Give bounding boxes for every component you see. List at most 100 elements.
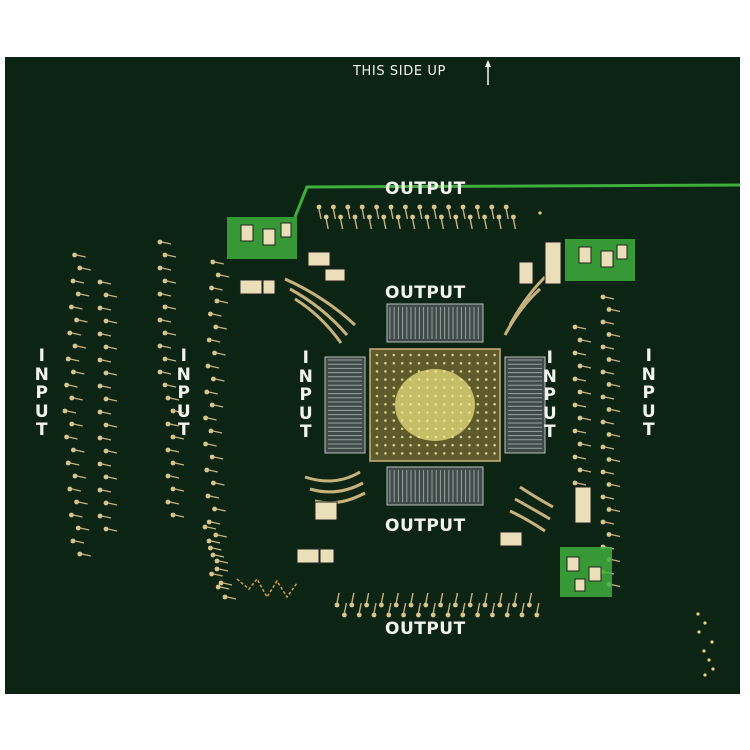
input-label-far-left: INPUT [34,346,50,440]
bond-pad [371,602,377,618]
bond-pad [97,513,112,519]
bond-pad [157,343,172,349]
bond-pad [572,402,587,408]
bond-pad [467,214,473,230]
bond-pad [482,592,488,608]
bond-pad [423,592,429,608]
bond-pad [572,350,587,356]
output-label-bottom: OUTPUT [385,619,466,639]
bond-pad [157,291,172,297]
bond-pad [475,602,481,618]
bond-pad [606,357,621,363]
bond-pad [157,369,172,375]
via-dots [538,211,715,677]
bond-pad [572,324,587,330]
pcb-artwork [62,60,740,677]
bond-pad [511,214,517,230]
bond-pad [218,580,233,586]
bond-pad [388,204,394,220]
bond-pad [600,469,615,475]
bond-pad [439,214,445,230]
bond-pad [408,592,414,608]
bond-pad [210,552,225,558]
pad-strip-bottom [386,466,484,506]
bond-pad [606,407,621,413]
bond-pad [600,494,615,500]
bond-pad [205,363,220,369]
bond-pad [467,592,473,608]
bond-pad [67,486,81,492]
bond-pad [572,480,587,486]
bond-pad [204,389,218,395]
bond-pad [497,592,503,608]
orientation-label: THIS SIDE UP [353,64,446,79]
bond-pad [97,461,112,467]
bond-pad [71,447,85,453]
bond-pad [600,294,615,300]
bond-pad [157,265,172,271]
bond-pad [69,395,83,401]
bond-pad [527,592,533,608]
bond-pad [162,278,177,284]
bond-pad [519,602,525,618]
bond-pad [165,421,180,427]
bond-pad [460,602,466,618]
pad-strip-fingers [328,307,542,502]
bond-pad [203,441,217,447]
bond-pad [208,311,222,317]
bond-pad [572,376,587,382]
bond-pad [69,421,83,427]
bond-pad [162,252,177,258]
bond-pad [410,214,416,230]
die-bump-grid [375,353,496,455]
bond-pad [162,304,177,310]
bond-pad [349,592,355,608]
bond-pad [170,460,185,466]
bond-pad [204,467,218,473]
bond-pad [170,486,185,492]
bond-pad [577,363,592,369]
bond-pad [165,499,180,505]
bond-pad [103,344,118,350]
bond-pad [403,204,409,220]
bond-pad [215,584,230,590]
bond-pad [71,369,85,375]
bond-pad [202,524,217,530]
bond-pad [504,602,510,618]
bond-pad [206,337,221,343]
bond-pad [600,319,615,325]
bond-pad [356,602,362,618]
bond-pad [165,447,180,453]
bond-pad [577,337,592,343]
bond-pad [214,558,229,564]
bond-pad [205,493,220,499]
bond-pad [606,307,621,313]
bond-pad [379,592,385,608]
bond-pad [209,571,223,577]
zigzag-trace [236,577,298,599]
bond-pad [490,602,496,618]
bond-pad [475,204,481,220]
bond-pad [381,214,387,230]
bond-pad [74,317,88,323]
bond-pad [600,369,615,375]
bond-pad [323,214,329,230]
bond-pad [430,602,436,618]
pad-strip-right [504,356,546,454]
bond-pad [103,448,118,454]
input-label-right: INPUT [641,346,657,440]
bond-pad [438,592,444,608]
output-label-top: OUTPUT [385,179,466,199]
bond-pad [70,538,85,544]
bond-pad [72,252,86,258]
bond-pad [65,460,80,466]
pad-strip-left [324,356,366,454]
bond-pad [496,214,502,230]
bond-pad [72,343,87,349]
bond-pad [67,330,81,336]
bond-pad [103,500,118,506]
bond-pad [460,204,466,220]
bond-pad [206,538,221,544]
bond-pad [97,279,112,285]
input-label-inner-right: INPUT [542,348,558,442]
